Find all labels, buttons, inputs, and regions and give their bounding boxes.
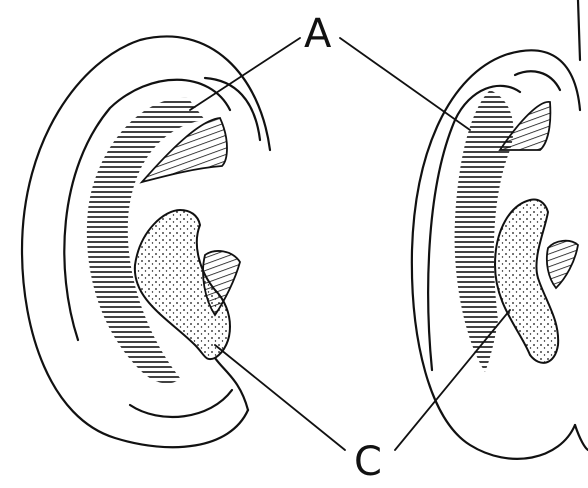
right-concha-dots (495, 200, 558, 363)
right-lobe-edge (575, 425, 588, 450)
left-lobe-ridge (130, 390, 232, 417)
label-a: A (304, 14, 331, 54)
left-ear (22, 36, 270, 447)
label-a-leader-right (340, 38, 470, 130)
right-tragus-hatch (547, 241, 578, 288)
right-ear (412, 0, 588, 459)
label-c: C (354, 442, 382, 482)
right-helix-fold (515, 71, 560, 90)
right-ear-top-edge (578, 0, 580, 60)
label-c-leader-left (215, 345, 345, 450)
